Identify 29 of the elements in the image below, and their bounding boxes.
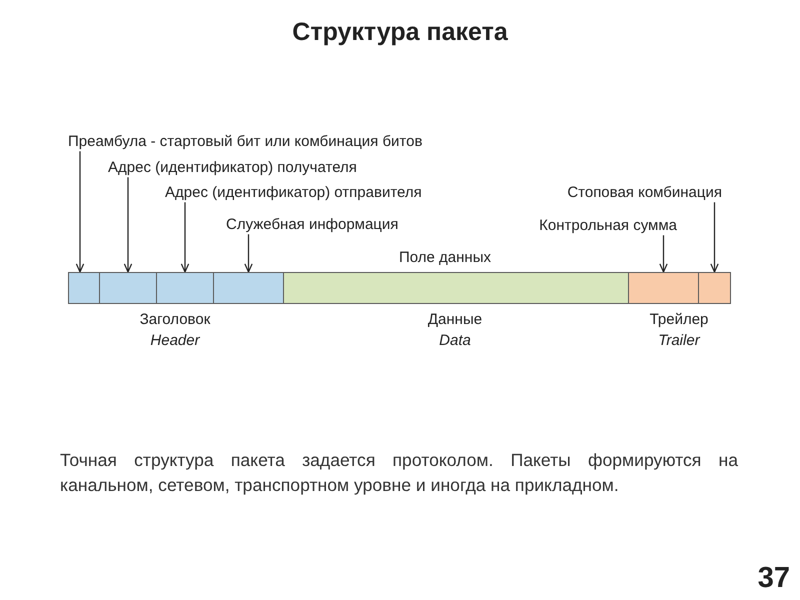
group-label: Data bbox=[439, 332, 471, 350]
callout-text: Стоповая комбинация bbox=[567, 184, 722, 202]
callout-text: Преамбула - стартовый бит или комбинация битов bbox=[68, 133, 422, 150]
group-label: Заголовок bbox=[140, 311, 210, 328]
packet-segment bbox=[213, 272, 284, 304]
callout-text: Адрес (идентификатор) отправителя bbox=[165, 184, 422, 202]
caption-text: Точная структура пакета задается протоколом. Пакеты формируются на канальном, сетевом, транспортном уровне и иногда на прикладном. bbox=[60, 449, 738, 497]
group-label: Trailer bbox=[658, 332, 700, 350]
packet-segment bbox=[156, 272, 214, 304]
page-number: 37 bbox=[758, 562, 790, 596]
leader-arrow bbox=[180, 202, 190, 273]
group-label: Трейлер bbox=[650, 311, 708, 328]
packet-segment bbox=[698, 272, 731, 304]
packet-segment bbox=[99, 272, 157, 304]
leader-arrow bbox=[710, 202, 719, 273]
field-label: Поле данных bbox=[399, 249, 491, 266]
group-label: Данные bbox=[428, 311, 482, 328]
leader-arrow bbox=[244, 234, 253, 273]
packet-segment bbox=[68, 272, 100, 304]
packet-segment bbox=[628, 272, 699, 304]
leader-arrow bbox=[124, 177, 132, 273]
callout-text: Контрольная сумма bbox=[539, 217, 677, 234]
slide-title: Структура пакета bbox=[292, 18, 508, 47]
leader-arrow bbox=[76, 151, 84, 273]
callout-text: Служебная информация bbox=[226, 216, 398, 234]
callout-text: Адрес (идентификатор) получателя bbox=[108, 159, 357, 176]
packet-segment bbox=[283, 272, 629, 304]
group-label: Header bbox=[150, 332, 200, 350]
leader-arrow bbox=[659, 235, 668, 273]
